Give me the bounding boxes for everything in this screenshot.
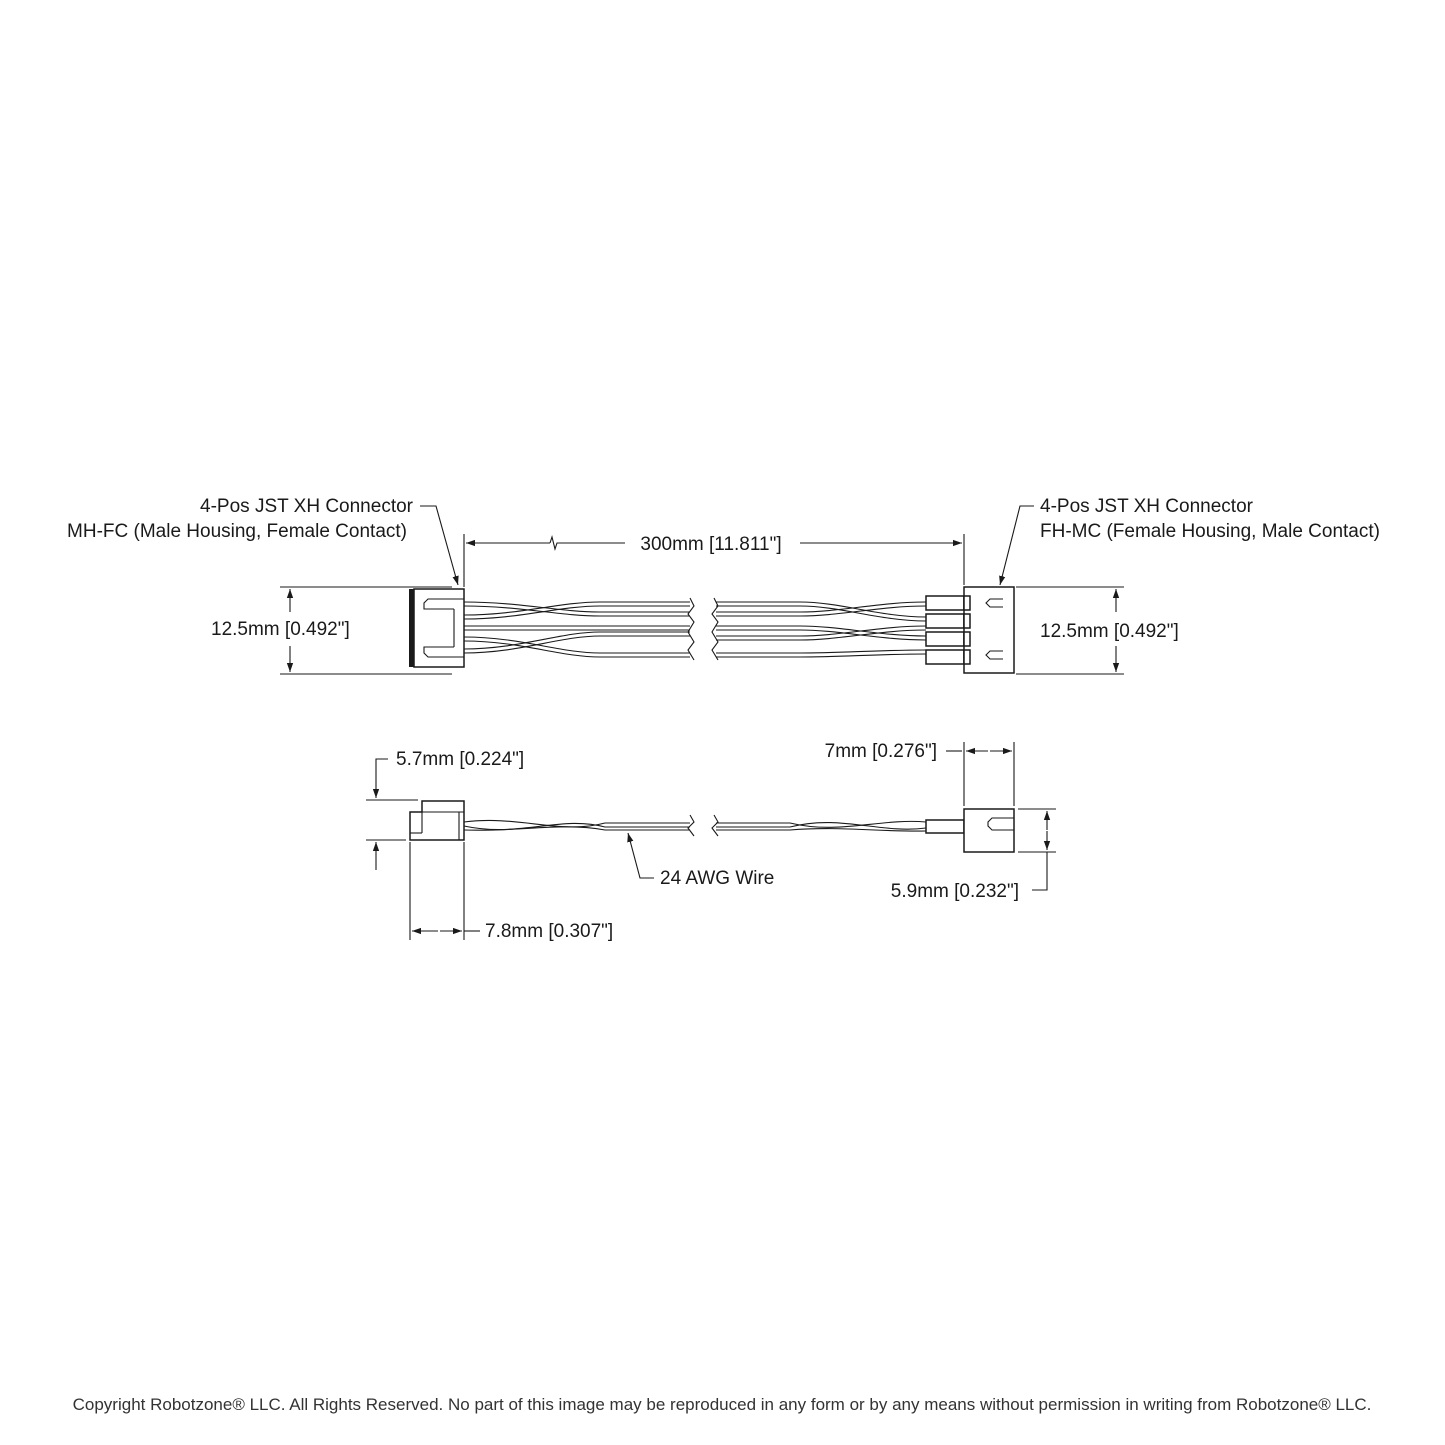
cable-length-label: 300mm [11.811"] [640,534,781,555]
wire-gauge-label: 24 AWG Wire [660,868,774,889]
side-right-height-label: 5.9mm [0.232"] [891,881,1019,902]
left-connector-leader [420,505,459,586]
wire-gauge-leader [627,832,654,879]
right-connector-side-view [925,808,1015,853]
right-wire-bundle [711,597,927,661]
right-connector-leader [999,505,1034,586]
left-connector-title: 4-Pos JST XH Connector [200,496,414,517]
right-height-dimension [1016,586,1124,675]
side-left-height-label: 5.7mm [0.224"] [396,749,524,770]
left-connector-side-view [409,800,465,841]
right-connector-top-view [925,586,1015,674]
side-right-length-label: 7mm [0.276"] [825,741,937,762]
side-right-length-dimension [946,742,1015,806]
side-left-height-dimension [366,758,418,870]
side-left-length-label: 7.8mm [0.307"] [485,921,613,942]
left-connector-subtitle: MH-FC (Male Housing, Female Contact) [67,521,407,542]
right-height-label: 12.5mm [0.492"] [1040,621,1179,642]
left-height-label: 12.5mm [0.492"] [211,619,350,640]
copyright-footer: Copyright Robotzone® LLC. All Rights Res… [73,1395,1372,1414]
side-wire-left [463,814,695,837]
side-right-height-dimension [1018,808,1056,891]
side-left-length-dimension [409,842,480,940]
right-connector-title: 4-Pos JST XH Connector [1040,496,1254,517]
side-wire-right [711,814,927,837]
left-connector-top-view [409,588,465,668]
cable-length-dimension [463,534,965,587]
right-connector-subtitle: FH-MC (Female Housing, Male Contact) [1040,521,1380,542]
left-wire-bundle [463,597,695,661]
left-height-dimension [280,586,452,675]
